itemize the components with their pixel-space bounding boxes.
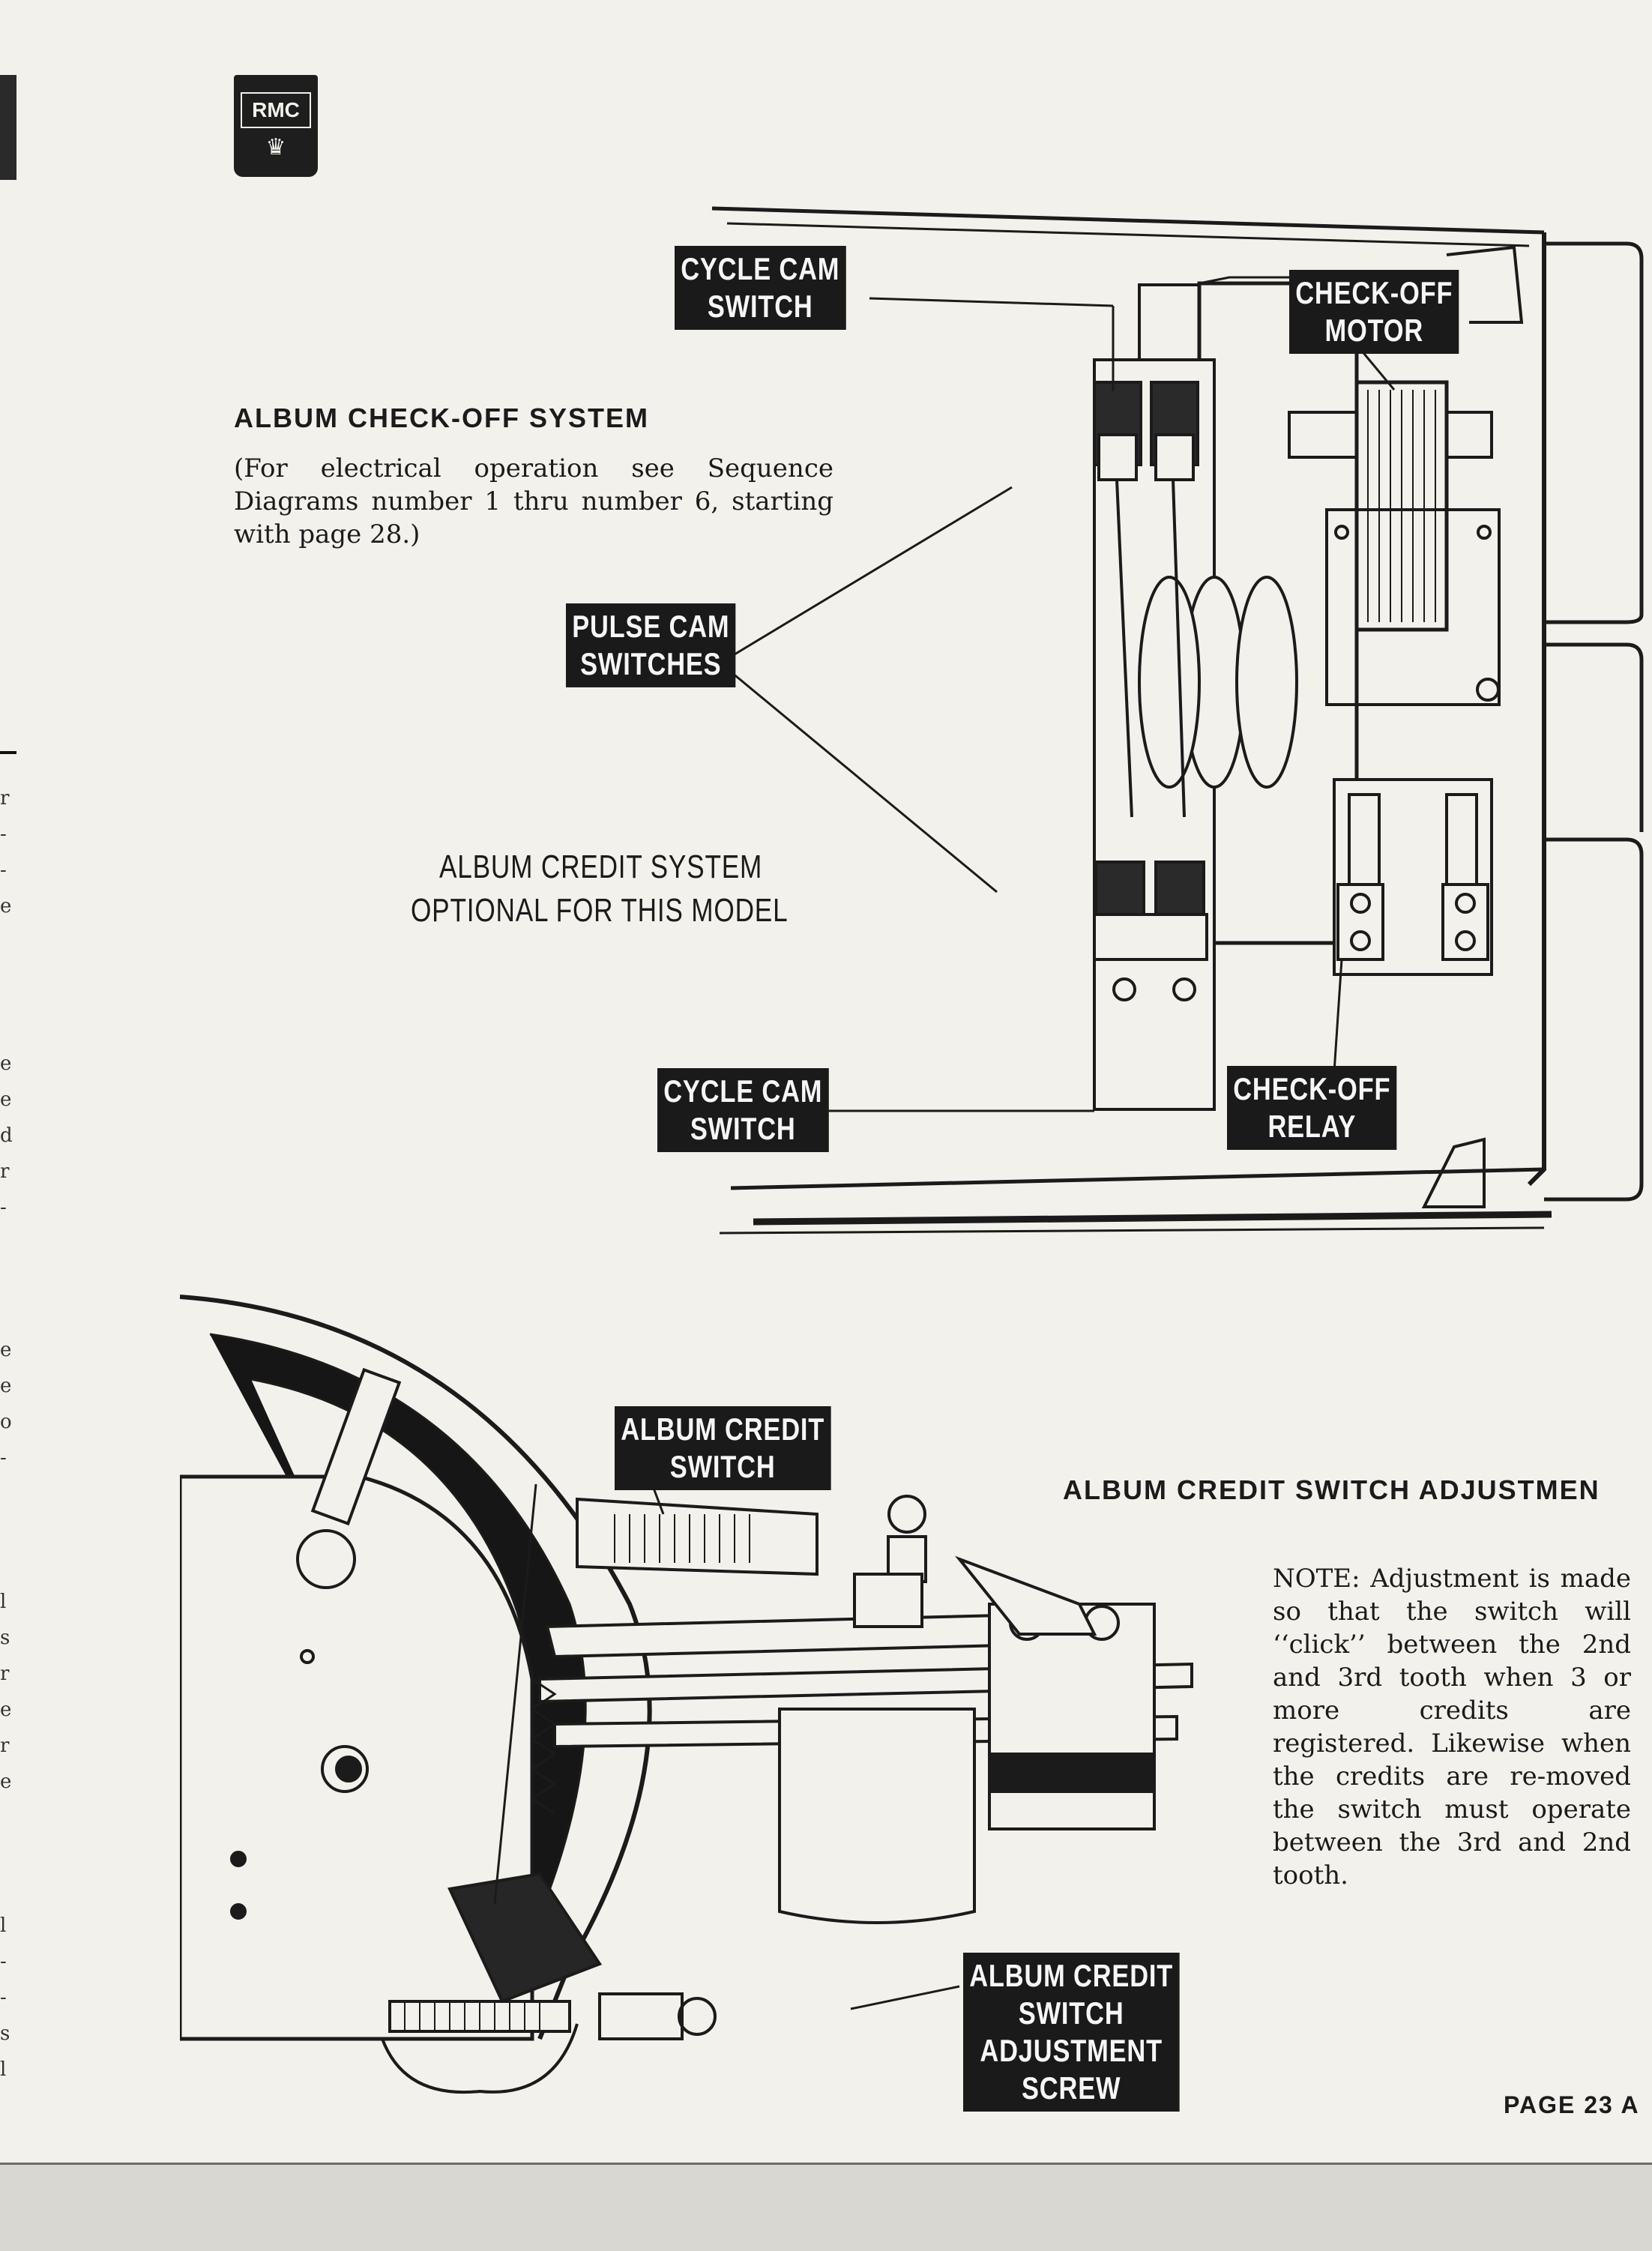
check-off-motor-label: CHECK-OFF MOTOR <box>1289 270 1459 354</box>
album-credit-switch-label: ALBUM CREDIT SWITCH <box>615 1406 831 1490</box>
rmc-logo: RMC ♛ <box>234 75 318 177</box>
label-line: ADJUSTMENT <box>980 2033 1163 2068</box>
label-line: CYCLE CAM <box>681 251 840 286</box>
margin-char: - <box>0 1447 7 1469</box>
label-line: SWITCH <box>669 1449 776 1484</box>
label-line: CYCLE CAM <box>663 1073 823 1109</box>
label-line: SWITCH <box>1018 1995 1124 2031</box>
label-line: SWITCHES <box>580 646 722 681</box>
label-line: SWITCH <box>690 1111 796 1146</box>
margin-char: e <box>0 1052 12 1075</box>
album-credit-switch-adjustment-screw-label: ALBUM CREDIT SWITCH ADJUSTMENT SCREW <box>963 1953 1180 2112</box>
margin-char: e <box>0 895 12 917</box>
cycle-cam-switch-top-label: CYCLE CAM SWITCH <box>675 246 846 330</box>
margin-char: e <box>0 1375 12 1397</box>
previous-page-edge <box>0 75 16 180</box>
margin-char: - <box>0 1986 7 2009</box>
credit-system-note-line1: ALBUM CREDIT SYSTEM <box>439 849 763 885</box>
label-line: CHECK-OFF <box>1233 1071 1391 1106</box>
pulse-cam-switches-label: PULSE CAM SWITCHES <box>566 603 736 687</box>
margin-char: - <box>0 1196 7 1219</box>
adjustment-note: NOTE: Adjustment is made so that the swi… <box>1273 1564 1631 1890</box>
margin-char: s <box>0 1627 10 1649</box>
page-number: PAGE 23 A <box>1504 2091 1640 2118</box>
label-line: SCREW <box>1022 2070 1121 2106</box>
label-line: SWITCH <box>707 289 813 324</box>
album-credit-switch-adjustment-heading: ALBUM CREDIT SWITCH ADJUSTMEN <box>1063 1474 1600 1505</box>
margin-char: r <box>0 787 10 810</box>
margin-char: l <box>0 1914 7 1937</box>
album-credit-switch-diagram <box>180 1295 1193 2094</box>
margin-char: - <box>0 823 7 846</box>
margin-char: r <box>0 1160 10 1183</box>
label-line: ALBUM CREDIT <box>969 1958 1174 1993</box>
margin-char: l <box>0 2058 7 2081</box>
check-off-description: (For electrical operation see Sequence D… <box>234 453 833 549</box>
cycle-cam-switch-bottom-label: CYCLE CAM SWITCH <box>657 1068 829 1152</box>
margin-char: - <box>0 1950 7 1973</box>
left-edge-rule <box>0 751 16 754</box>
label-line: CHECK-OFF <box>1295 275 1453 310</box>
margin-char: e <box>0 1699 12 1721</box>
label-line: MOTOR <box>1324 313 1424 348</box>
margin-char: e <box>0 1771 12 1793</box>
album-check-off-heading: ALBUM CHECK-OFF SYSTEM <box>234 403 649 433</box>
margin-char: d <box>0 1124 13 1147</box>
label-line: PULSE CAM <box>572 609 730 644</box>
margin-char: - <box>0 859 7 882</box>
margin-char: r <box>0 1663 10 1685</box>
album-check-off-diagram <box>711 206 1644 1235</box>
margin-char: r <box>0 1735 10 1757</box>
check-off-relay-label: CHECK-OFF RELAY <box>1227 1066 1397 1150</box>
margin-char: e <box>0 1088 12 1111</box>
scan-bottom-band <box>0 2163 1652 2251</box>
crown-icon: ♛ <box>265 133 286 160</box>
margin-char: e <box>0 1339 12 1361</box>
margin-char: o <box>0 1411 12 1433</box>
label-line: RELAY <box>1267 1109 1357 1144</box>
margin-char: s <box>0 2022 10 2045</box>
label-line: ALBUM CREDIT <box>621 1411 825 1447</box>
credit-system-note-line2: OPTIONAL FOR THIS MODEL <box>411 892 789 929</box>
logo-text: RMC <box>241 91 311 128</box>
margin-char: l <box>0 1591 7 1613</box>
